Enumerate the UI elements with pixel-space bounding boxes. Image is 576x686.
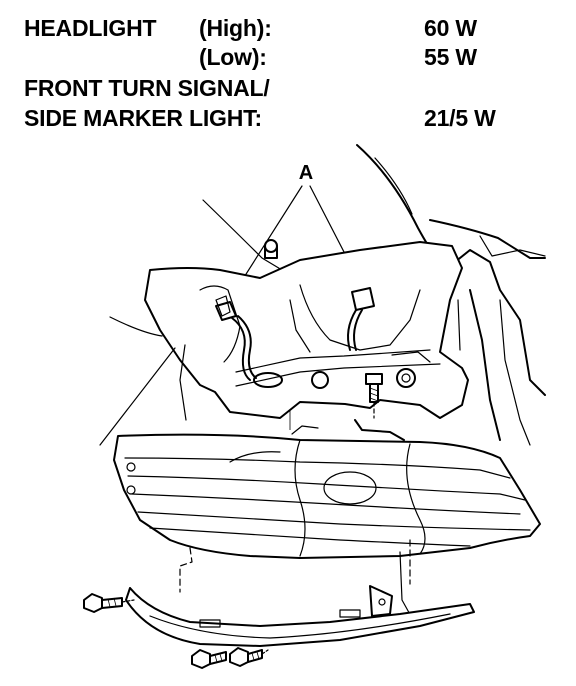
screw-bottom-1 bbox=[191, 649, 227, 669]
high-beam-label: (High): bbox=[199, 15, 272, 41]
high-beam-value: 60 W bbox=[424, 15, 477, 41]
screw-left bbox=[83, 593, 135, 613]
leader-lines-left bbox=[109, 199, 283, 337]
bulb-sockets bbox=[215, 287, 375, 381]
center-mounting-bolt bbox=[365, 373, 383, 419]
turn-signal-value: 21/5 W bbox=[424, 105, 496, 131]
callout-a-label: A bbox=[299, 162, 313, 184]
headlight-assembly bbox=[113, 419, 541, 559]
side-marker-trim bbox=[125, 585, 475, 647]
low-beam-value: 55 W bbox=[424, 44, 477, 70]
turn-signal-label-line1: FRONT TURN SIGNAL/ bbox=[24, 75, 270, 101]
body-structure bbox=[264, 144, 546, 446]
trim-screws bbox=[83, 593, 269, 669]
screw-bottom-2 bbox=[229, 647, 269, 667]
headlight-mounting-bracket bbox=[144, 241, 469, 419]
turn-signal-label-line2: SIDE MARKER LIGHT: bbox=[24, 105, 262, 131]
headlight-label: HEADLIGHT bbox=[24, 15, 157, 41]
low-beam-label: (Low): bbox=[199, 44, 267, 70]
alignment-lines bbox=[99, 344, 291, 446]
